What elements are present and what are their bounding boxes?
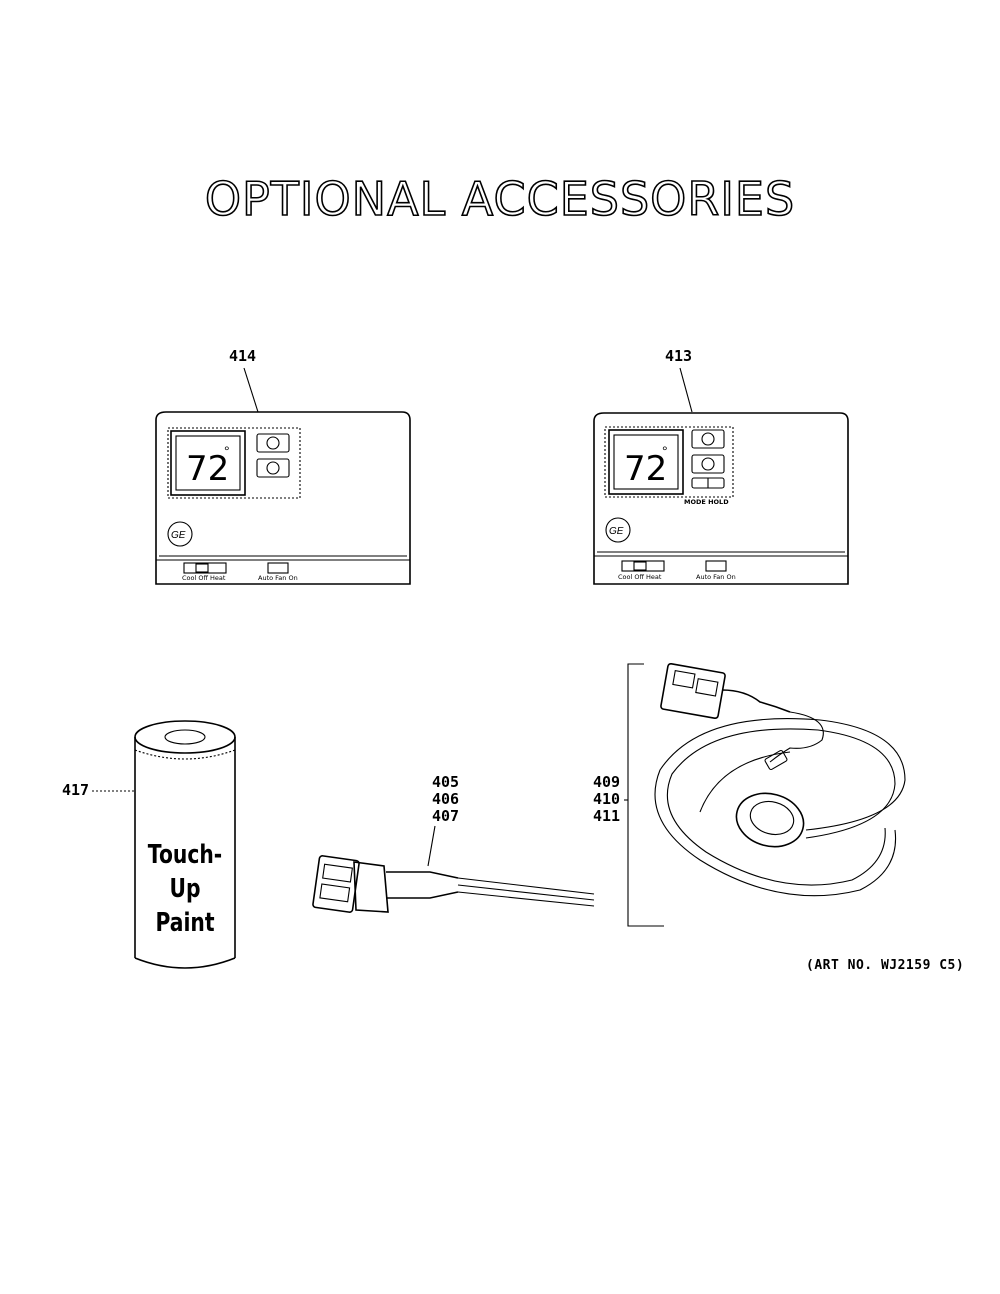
paint-label-line1: Touch-Up [147, 840, 223, 904]
callout-417: 417 [62, 781, 90, 799]
callout-407: 407 [432, 807, 460, 825]
mode-hold-label: MODE HOLD [684, 498, 729, 506]
up-button-414[interactable] [256, 433, 290, 453]
callout-406: 406 [432, 790, 460, 808]
mode-switch-413[interactable] [621, 560, 665, 572]
callout-410: 410 [593, 790, 621, 808]
leader-413 [679, 367, 693, 413]
thermostat-414: 72 ° GE Cool Off Heat Auto Fan On [155, 367, 411, 585]
degree-414: ° [224, 443, 230, 459]
callout-411: 411 [593, 807, 621, 825]
callout-414: 414 [229, 347, 257, 365]
paint-label-line2: Paint [155, 908, 215, 938]
art-number: (ART NO. WJ2159 C5) [806, 958, 965, 973]
fan-switch-label-413: Auto Fan On [696, 573, 736, 581]
ge-logo-icon [605, 517, 631, 543]
mode-switch-414[interactable] [183, 562, 227, 574]
callout-405: 405 [432, 773, 460, 791]
bracket-409 [627, 663, 664, 927]
fan-switch-413[interactable] [705, 560, 727, 572]
fan-switch-label-414: Auto Fan On [258, 574, 298, 582]
mode-switch-label-413: Cool Off Heat [618, 573, 662, 581]
leader-405 [427, 825, 436, 867]
thermostat-413: 72 ° MODE HOLD GE Cool Off Heat Auto Fan… [593, 367, 849, 585]
up-button-413[interactable] [691, 429, 725, 449]
harness-405-407 [312, 825, 595, 913]
callout-409: 409 [593, 773, 621, 791]
callout-413: 413 [665, 347, 693, 365]
ge-logo-icon [167, 521, 193, 547]
mode-switch-label-414: Cool Off Heat [182, 574, 226, 582]
harness-409-411 [624, 662, 906, 927]
lcd-temp-414: 72 [186, 449, 229, 489]
lcd-temp-413: 72 [624, 449, 667, 489]
leader-414 [243, 367, 259, 413]
svg-text:GE: GE [171, 530, 186, 541]
paint-can-label: Touch-Up Paint [133, 838, 238, 940]
down-button-413[interactable] [691, 454, 725, 474]
svg-text:GE: GE [609, 526, 624, 537]
callout-harness-b: 409 410 411 [593, 774, 620, 825]
page-title: OPTIONAL ACCESSORIES [204, 171, 796, 227]
callout-harness-a: 405 406 407 [432, 774, 459, 825]
fan-switch-414[interactable] [267, 562, 289, 574]
paint-can-417 [92, 720, 236, 969]
down-button-414[interactable] [256, 458, 290, 478]
degree-413: ° [662, 443, 668, 459]
